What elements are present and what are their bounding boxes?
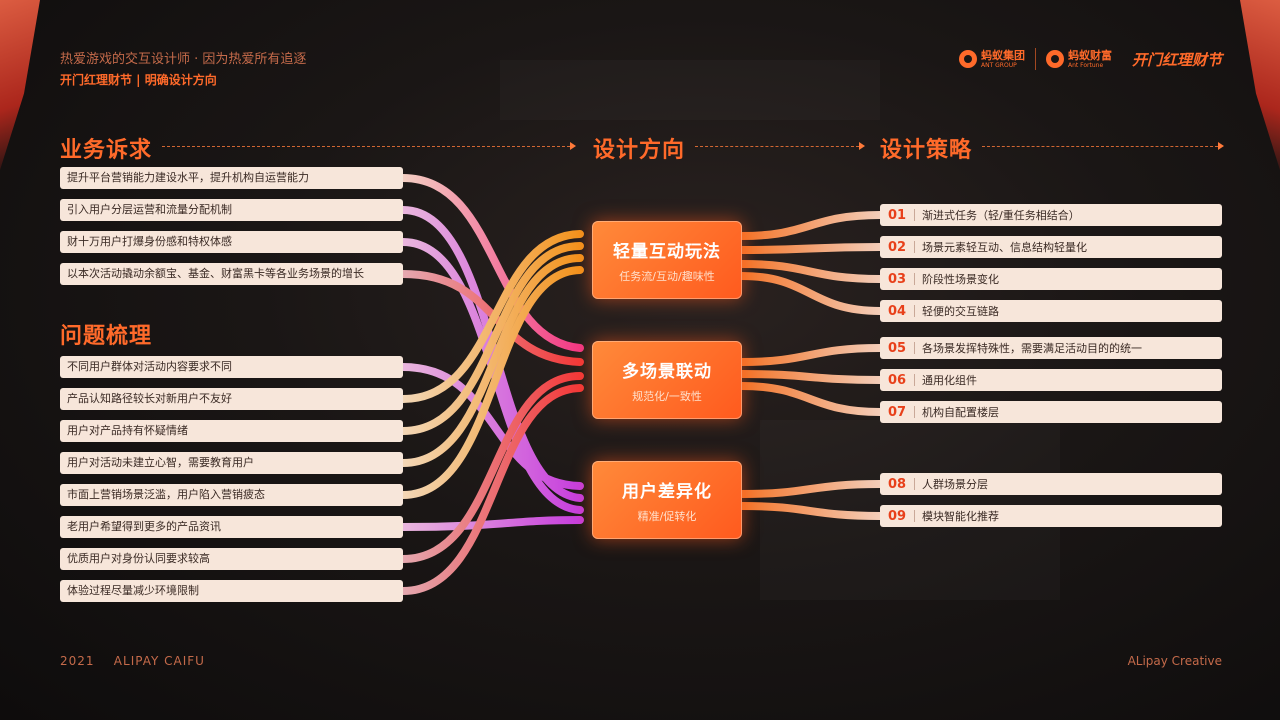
strategy-divider: [914, 241, 915, 253]
problem-item: 产品认知路径较长对新用户不友好: [60, 388, 403, 410]
direction-subtitle: 精准/促转化: [638, 508, 697, 524]
strategy-divider: [914, 209, 915, 221]
strategy-item: 05 各场景发挥特殊性，需要满足活动目的的统一: [880, 337, 1222, 359]
strategy-item: 02 场景元素轻互动、信息结构轻量化: [880, 236, 1222, 258]
strategy-text: 模块智能化推荐: [922, 508, 999, 524]
strategy-number: 06: [888, 373, 910, 388]
direction-title: 轻量互动玩法: [613, 237, 721, 262]
business-item: 引入用户分层运营和流量分配机制: [60, 199, 403, 221]
direction-title: 用户差异化: [622, 477, 712, 502]
direction-title: 多场景联动: [622, 357, 712, 382]
direction-subtitle: 任务流/互动/趣味性: [619, 268, 714, 284]
problem-item: 体验过程尽量减少环境限制: [60, 580, 403, 602]
strategy-item: 06 通用化组件: [880, 369, 1222, 391]
problem-item: 用户对活动未建立心智，需要教育用户: [60, 452, 403, 474]
business-item: 以本次活动撬动余额宝、基金、财富黑卡等各业务场景的增长: [60, 263, 403, 285]
strategy-text: 阶段性场景变化: [922, 271, 999, 287]
strategy-item: 03 阶段性场景变化: [880, 268, 1222, 290]
business-item: 财十万用户打爆身份感和特权体感: [60, 231, 403, 253]
strategy-item: 07 机构自配置楼层: [880, 401, 1222, 423]
strategy-number: 03: [888, 272, 910, 287]
strategy-number: 08: [888, 477, 910, 492]
strategy-text: 通用化组件: [922, 372, 977, 388]
business-item: 提升平台营销能力建设水平，提升机构自运营能力: [60, 167, 403, 189]
strategy-number: 02: [888, 240, 910, 255]
strategy-divider: [914, 273, 915, 285]
strategy-text: 渐进式任务（轻/重任务相结合）: [922, 207, 1080, 223]
problem-item: 老用户希望得到更多的产品资讯: [60, 516, 403, 538]
strategy-item: 09 模块智能化推荐: [880, 505, 1222, 527]
strategy-number: 04: [888, 304, 910, 319]
strategy-divider: [914, 406, 915, 418]
direction-box: 用户差异化 精准/促转化: [592, 461, 742, 539]
strategy-divider: [914, 374, 915, 386]
footer-left: 2021 ALIPAY CAIFU: [60, 654, 205, 668]
direction-subtitle: 规范化/一致性: [632, 388, 702, 404]
problem-item: 市面上营销场景泛滥，用户陷入营销疲态: [60, 484, 403, 506]
strategy-divider: [914, 342, 915, 354]
strategy-item: 04 轻便的交互链路: [880, 300, 1222, 322]
direction-box: 多场景联动 规范化/一致性: [592, 341, 742, 419]
strategy-number: 01: [888, 208, 910, 223]
strategy-number: 09: [888, 509, 910, 524]
strategy-number: 07: [888, 405, 910, 420]
footer-right: ALipay Creative: [1128, 654, 1222, 668]
strategy-item: 01 渐进式任务（轻/重任务相结合）: [880, 204, 1222, 226]
problem-item: 用户对产品持有怀疑情绪: [60, 420, 403, 442]
strategy-divider: [914, 305, 915, 317]
strategy-item: 08 人群场景分层: [880, 473, 1222, 495]
strategy-text: 人群场景分层: [922, 476, 988, 492]
problem-item: 不同用户群体对活动内容要求不同: [60, 356, 403, 378]
strategy-text: 轻便的交互链路: [922, 303, 999, 319]
strategy-text: 机构自配置楼层: [922, 404, 999, 420]
strategy-divider: [914, 478, 915, 490]
strategy-text: 各场景发挥特殊性，需要满足活动目的的统一: [922, 340, 1142, 356]
problem-item: 优质用户对身份认同要求较高: [60, 548, 403, 570]
direction-box: 轻量互动玩法 任务流/互动/趣味性: [592, 221, 742, 299]
strategy-divider: [914, 510, 915, 522]
strategy-number: 05: [888, 341, 910, 356]
strategy-text: 场景元素轻互动、信息结构轻量化: [922, 239, 1087, 255]
